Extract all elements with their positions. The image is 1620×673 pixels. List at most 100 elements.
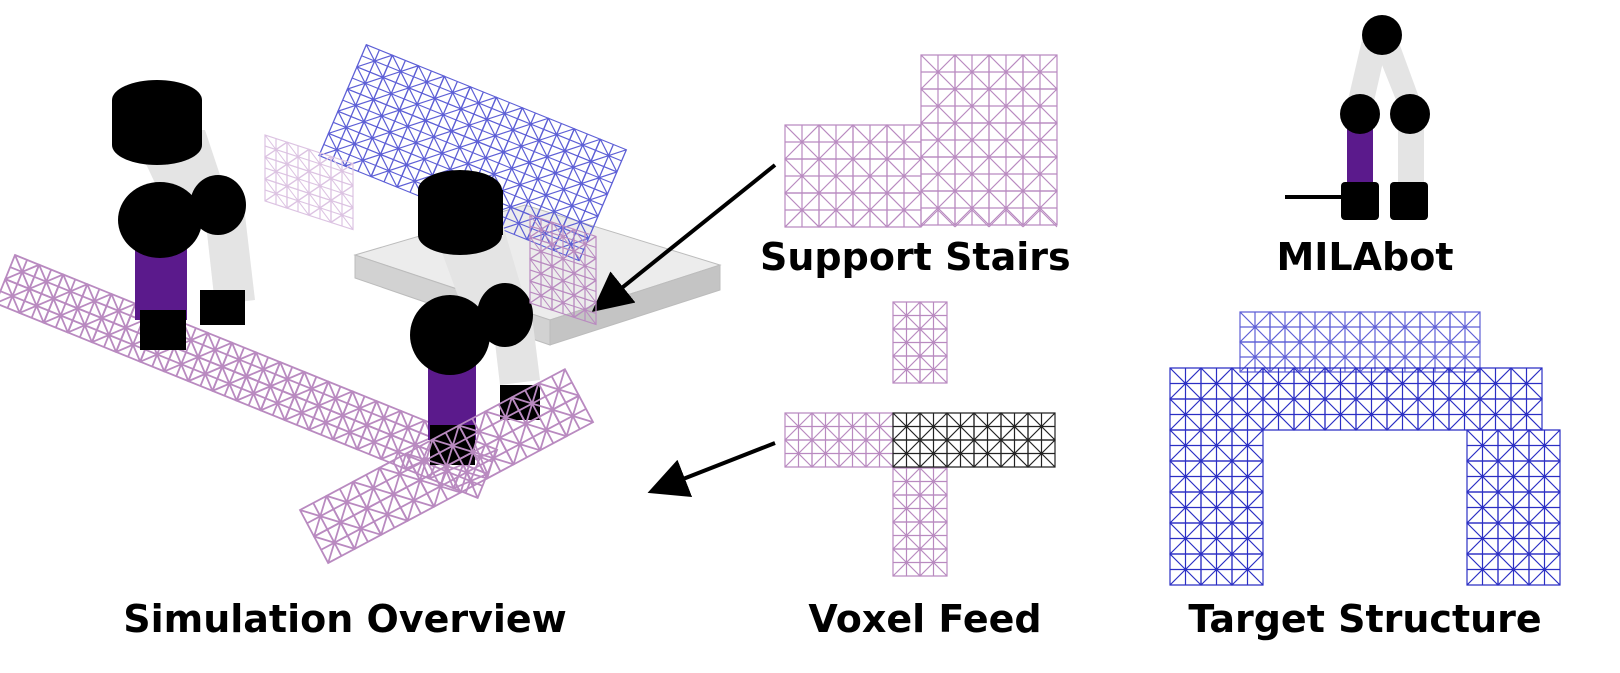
lattice-voxel: [502, 129, 540, 164]
lattice-voxel: [919, 521, 948, 550]
lattice-voxel: [317, 380, 354, 417]
lattice-voxel: [18, 287, 55, 324]
lattice-voxel: [235, 375, 272, 412]
lattice-voxel: [1262, 367, 1295, 400]
lattice-voxel: [163, 346, 200, 383]
lattice-voxel: [519, 161, 557, 197]
lattice-voxel: [415, 119, 453, 154]
lattice-voxel: [1169, 522, 1202, 555]
lattice-voxel: [330, 177, 354, 209]
lattice-voxel: [852, 158, 888, 194]
lattice-voxel: [1027, 412, 1056, 441]
lattice-voxel: [330, 199, 354, 231]
lattice-voxel: [973, 439, 1002, 468]
lattice-voxel: [1262, 398, 1295, 431]
lattice-voxel: [28, 263, 65, 300]
lattice-voxel: [365, 399, 402, 437]
lattice-voxel: [308, 148, 332, 180]
lattice-voxel: [76, 283, 113, 320]
lattice-voxel: [784, 439, 813, 468]
lattice-voxel: [378, 452, 422, 496]
lattice-voxel: [852, 124, 888, 160]
lattice-edge: [784, 209, 820, 228]
lattice-voxel: [1466, 491, 1499, 524]
lattice-voxel: [538, 117, 576, 152]
lattice-voxel: [1293, 367, 1326, 400]
lattice-voxel: [919, 467, 948, 496]
lattice-voxel: [1022, 122, 1058, 158]
lattice-voxel: [892, 328, 921, 357]
lattice-voxel: [398, 87, 436, 122]
lattice-edge: [954, 209, 990, 228]
table-block: [353, 204, 722, 346]
lattice-voxel: [1479, 398, 1512, 431]
lattice-voxel: [1231, 429, 1264, 462]
lattice-voxel: [564, 127, 602, 163]
lattice-voxel: [1169, 429, 1202, 462]
lattice-voxel: [784, 158, 820, 194]
lattice-voxel: [1448, 398, 1481, 431]
lattice-voxel: [1231, 522, 1264, 555]
overview-voxel-feed-crossbeam: [298, 367, 595, 565]
lattice-voxel: [1449, 311, 1481, 343]
lattice-voxel: [838, 439, 867, 468]
lattice-voxel: [554, 150, 592, 185]
lattice-voxel: [892, 412, 921, 441]
lattice-voxel: [946, 412, 975, 441]
lattice-voxel: [892, 439, 921, 468]
lattice-voxel: [1200, 398, 1233, 431]
lattice-voxel: [818, 124, 854, 160]
lattice-voxel: [353, 120, 391, 156]
lattice-voxel: [1324, 398, 1357, 431]
lattice-voxel: [1528, 553, 1561, 586]
lattice-voxel: [434, 75, 472, 110]
lattice-edge: [886, 209, 922, 228]
lattice-voxel: [330, 155, 354, 187]
lattice-voxel: [892, 301, 921, 330]
lattice-voxel: [1269, 311, 1301, 343]
lattice-voxel: [919, 439, 948, 468]
milabot-illustration: [1285, 15, 1430, 220]
lattice-voxel: [1355, 398, 1388, 431]
lattice-voxel: [341, 390, 378, 427]
caption-voxel-feed: Voxel Feed: [808, 597, 1042, 641]
lattice-voxel: [351, 466, 395, 510]
lattice-voxel: [90, 316, 127, 354]
lattice-voxel: [1497, 522, 1530, 555]
lattice-voxel: [919, 548, 948, 577]
lattice-voxel: [1022, 156, 1058, 192]
lattice-voxel: [988, 88, 1024, 124]
lattice-voxel: [552, 227, 590, 262]
arrow-support-stairs: [591, 163, 777, 313]
lattice-voxel: [308, 170, 332, 202]
target-structure-lattice: [1169, 311, 1561, 586]
lattice-voxel: [355, 424, 393, 461]
lattice-voxel: [1329, 311, 1361, 343]
lattice-voxel: [1200, 460, 1233, 493]
lattice-voxel: [1497, 491, 1530, 524]
lattice-voxel: [392, 478, 436, 522]
lattice-voxel: [1448, 367, 1481, 400]
caption-target-structure: Target Structure: [1188, 597, 1542, 641]
lattice-voxel: [892, 467, 921, 496]
simulation-overview-illustration: [0, 43, 777, 500]
lattice-voxel: [886, 158, 922, 194]
lattice-voxel: [1200, 491, 1233, 524]
lattice-voxel: [1389, 311, 1421, 343]
lattice-voxel: [784, 412, 813, 441]
lattice-voxel: [580, 160, 618, 195]
lattice-voxel: [259, 385, 296, 422]
lattice-voxel: [389, 109, 427, 144]
lattice-voxel: [1000, 439, 1029, 468]
lattice-voxel: [286, 141, 310, 173]
lattice-voxel: [919, 301, 948, 330]
lattice-voxel: [1417, 398, 1450, 431]
lattice-voxel: [327, 110, 365, 145]
lattice-voxel: [886, 124, 922, 160]
lattice-edge: [818, 209, 854, 228]
lattice-voxel: [1169, 553, 1202, 586]
lattice-voxel: [1466, 460, 1499, 493]
lattice-edge: [988, 209, 1024, 228]
lattice-voxel: [344, 143, 382, 178]
